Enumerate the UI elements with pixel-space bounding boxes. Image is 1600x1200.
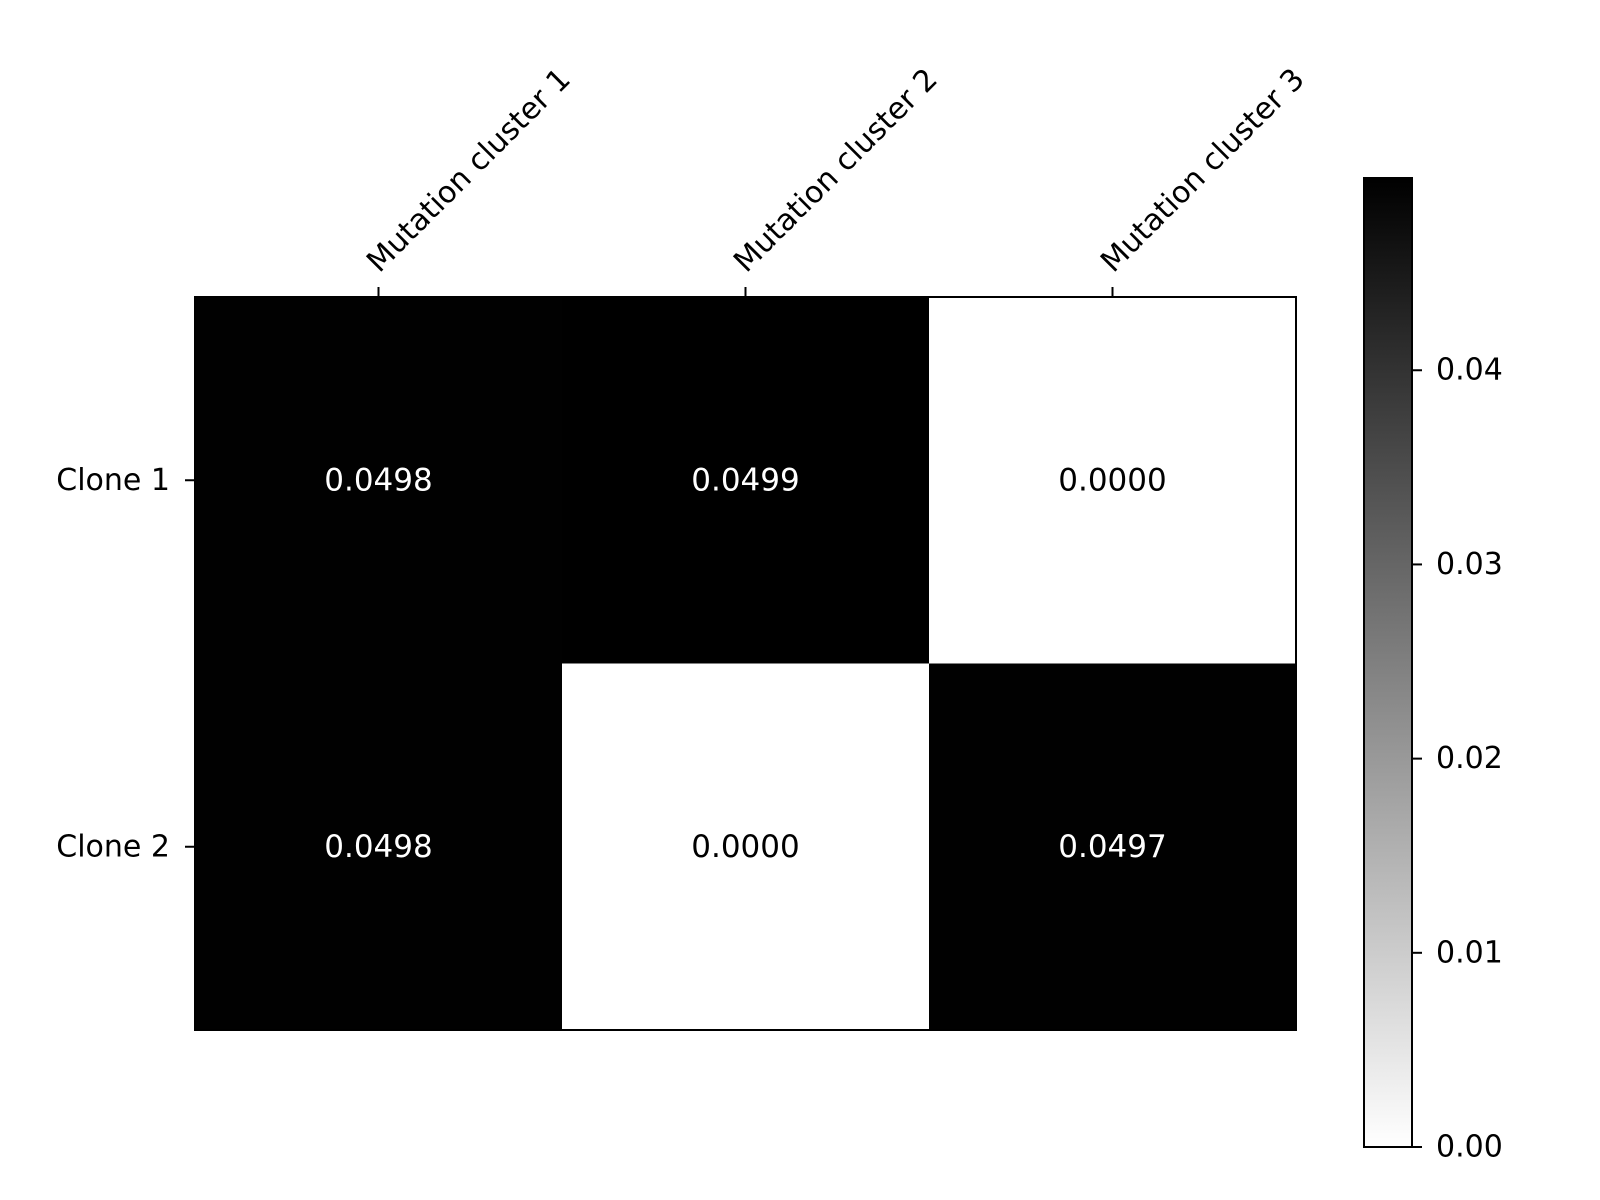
y-tick-label: Clone 1	[56, 463, 170, 498]
heatmap-cell	[195, 297, 563, 664]
heatmap-cell	[195, 663, 563, 1031]
cell-value-label: 0.0498	[324, 462, 432, 498]
x-axis-top: Mutation cluster 1 Mutation cluster 2 Muta…	[360, 62, 1312, 297]
cell-value-label: 0.0498	[324, 829, 432, 865]
colorbar-gradient	[1363, 177, 1413, 1148]
heatmap-cell-labels: 0.0498 0.0499 0.0000 0.0498 0.0000 0.0497	[324, 462, 1166, 865]
colorbar-tick-label: 0.03	[1436, 547, 1503, 582]
heatmap-cell	[929, 297, 1297, 664]
y-axis-left: Clone 1 Clone 2	[56, 463, 195, 864]
x-tick-label: Mutation cluster 3	[1094, 62, 1312, 280]
cell-value-label: 0.0000	[1058, 462, 1166, 498]
y-tick-label: Clone 2	[56, 829, 170, 864]
colorbar-tick-label: 0.04	[1436, 353, 1503, 388]
colorbar-tick-label: 0.01	[1436, 935, 1503, 970]
colorbar-tick-label: 0.02	[1436, 741, 1503, 776]
colorbar: 0.00 0.01 0.02 0.03 0.04	[1363, 177, 1503, 1165]
cell-value-label: 0.0000	[691, 829, 799, 865]
heatmap-cell	[562, 297, 930, 664]
colorbar-tick-label: 0.00	[1436, 1130, 1503, 1165]
x-tick-label: Mutation cluster 1	[360, 62, 578, 280]
heatmap-cell	[562, 663, 930, 1031]
cell-value-label: 0.0499	[691, 462, 799, 498]
cell-value-label: 0.0497	[1058, 829, 1166, 865]
heatmap-cell	[929, 663, 1297, 1031]
x-tick-label: Mutation cluster 2	[727, 62, 945, 280]
heatmap-cells	[195, 297, 1297, 1031]
